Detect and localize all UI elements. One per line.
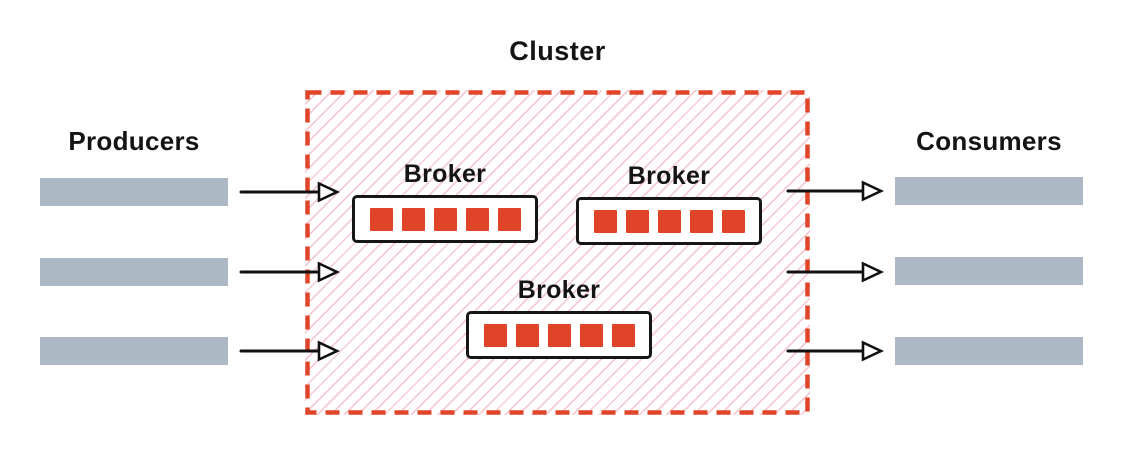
partition-segment: [401, 207, 425, 231]
partition-segment: [593, 209, 617, 233]
broker-label: Broker: [517, 276, 601, 304]
broker-box: [466, 311, 652, 359]
consumer-bar: [895, 337, 1083, 365]
partition-segment: [433, 207, 457, 231]
partition-segment: [369, 207, 393, 231]
broker-2: Broker: [576, 162, 762, 245]
producers-label: Producers: [68, 126, 200, 156]
consumer-bar: [895, 257, 1083, 285]
partition-segment: [515, 323, 539, 347]
consumers-label: Consumers: [916, 126, 1062, 156]
broker-label: Broker: [627, 162, 711, 190]
broker-box: [576, 197, 762, 245]
consumer-bar: [895, 177, 1083, 205]
cluster-boundary: [305, 90, 810, 415]
broker-3: Broker: [466, 276, 652, 359]
partition-segment: [721, 209, 745, 233]
broker-1: Broker: [352, 160, 538, 243]
partition-segment: [689, 209, 713, 233]
partition-segment: [611, 323, 635, 347]
broker-box: [352, 195, 538, 243]
producer-bar: [40, 337, 228, 365]
partition-segment: [657, 209, 681, 233]
partition-segment: [483, 323, 507, 347]
partition-segment: [497, 207, 521, 231]
partition-segment: [579, 323, 603, 347]
broker-label: Broker: [403, 160, 487, 188]
partition-segment: [465, 207, 489, 231]
cluster-dashed-border: [305, 90, 810, 415]
cluster-title: Cluster: [509, 36, 606, 66]
producer-bar: [40, 178, 228, 206]
partition-segment: [625, 209, 649, 233]
producer-bar: [40, 258, 228, 286]
partition-segment: [547, 323, 571, 347]
